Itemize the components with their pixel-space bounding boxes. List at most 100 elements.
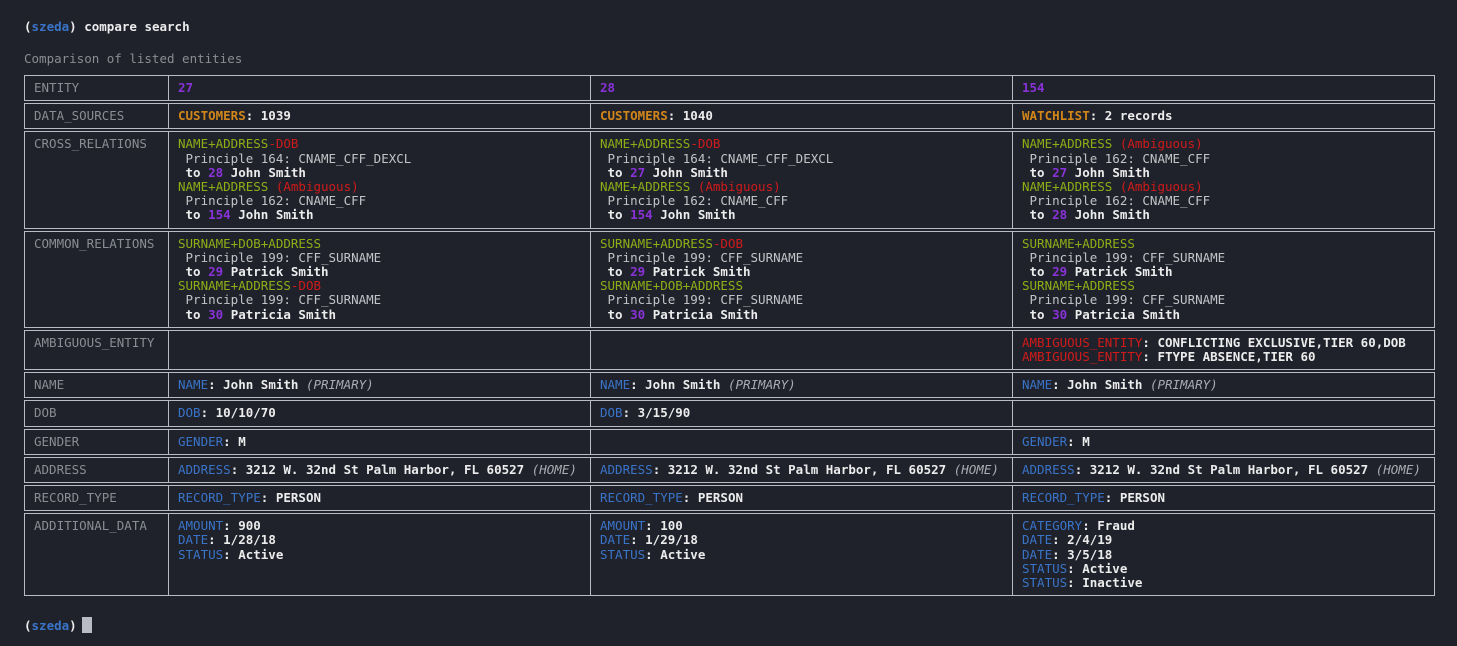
cell-line: to 154 John Smith (178, 207, 314, 223)
cell-line: to 30 Patricia Smith (600, 306, 759, 322)
cell-line: NAME+ADDRESS-DOB (178, 136, 299, 152)
cell-line: DOB: 10/10/70 (178, 405, 276, 421)
cell-address-entity-154: ADDRESS: 3212 W. 32nd St Palm Harbor, FL… (1012, 456, 1435, 484)
cell-data_sources-entity-27: CUSTOMERS: 1039 (168, 103, 590, 130)
cell-line: NAME+ADDRESS (Ambiguous) (1022, 179, 1203, 195)
row-label-entity: ENTITY (24, 75, 168, 102)
cell-ambiguous_entity-entity-154: AMBIGUOUS_ENTITY: CONFLICTING EXCLUSIVE,… (1012, 329, 1435, 371)
cell-line: Principle 164: CNAME_CFF_DEXCL (178, 150, 412, 166)
cell-address-entity-28: ADDRESS: 3212 W. 32nd St Palm Harbor, FL… (590, 456, 1012, 484)
cell-dob-entity-28: DOB: 3/15/90 (590, 400, 1012, 427)
cell-line: to 28 John Smith (178, 164, 306, 180)
row-label-common_relations: COMMON_RELATIONS (24, 230, 168, 328)
cell-line: RECORD_TYPE: PERSON (178, 490, 322, 506)
cell-data_sources-entity-154: WATCHLIST: 2 records (1012, 103, 1435, 130)
terminal-screen: (szeda) compare search Comparison of lis… (24, 18, 1435, 634)
cell-line: to 28 John Smith (1022, 207, 1150, 223)
cell-dob-entity-27: DOB: 10/10/70 (168, 400, 590, 427)
terminal-input[interactable]: (szeda) (24, 617, 1435, 634)
cell-line: STATUS: Active (600, 546, 706, 562)
cell-line: to 30 Patricia Smith (178, 306, 337, 322)
cell-line: CUSTOMERS: 1040 (600, 108, 713, 124)
cell-line: AMOUNT: 900 (178, 518, 261, 534)
row-label-name: NAME (24, 372, 168, 399)
cell-dob-entity-154 (1012, 400, 1435, 427)
cell-line: STATUS: Inactive (1022, 575, 1143, 591)
cell-line: AMOUNT: 100 (600, 518, 683, 534)
row-label-ambiguous_entity: AMBIGUOUS_ENTITY (24, 329, 168, 371)
prompt-app-name: szeda (31, 19, 70, 34)
cell-line: GENDER: M (178, 433, 246, 449)
row-label-dob: DOB (24, 400, 168, 427)
cell-line: AMBIGUOUS_ENTITY: FTYPE ABSENCE,TIER 60 (1022, 349, 1316, 365)
cell-line: NAME+ADDRESS-DOB (600, 136, 721, 152)
cell-line: SURNAME+DOB+ADDRESS (178, 235, 321, 251)
cell-line: Principle 199: CFF_SURNAME (600, 292, 804, 308)
cell-line: 28 (600, 80, 616, 95)
cell-name-entity-154: NAME: John Smith (PRIMARY) (1012, 372, 1435, 399)
cell-line: to 29 Patrick Smith (600, 264, 751, 280)
cell-line: Principle 162: CNAME_CFF (600, 193, 789, 209)
cell-ambiguous_entity-entity-27 (168, 329, 590, 371)
table-row-ambiguous_entity: AMBIGUOUS_ENTITY AMBIGUOUS_ENTITY: CONFLI… (24, 329, 1435, 371)
cell-line: ADDRESS: 3212 W. 32nd St Palm Harbor, FL… (600, 461, 999, 477)
cell-gender-entity-27: GENDER: M (168, 428, 590, 455)
cell-line: NAME: John Smith (PRIMARY) (1022, 377, 1218, 393)
cell-line: SURNAME+ADDRESS (1022, 278, 1135, 294)
cell-line: DOB: 3/15/90 (600, 405, 691, 421)
table-row-record_type: RECORD_TYPE RECORD_TYPE: PERSON RECORD_TYP… (24, 485, 1435, 512)
cell-line: Principle 199: CFF_SURNAME (600, 249, 804, 265)
cell-line: NAME: John Smith (PRIMARY) (600, 377, 796, 393)
cell-entity-entity-27: 27 (168, 75, 590, 102)
cell-line: SURNAME+DOB+ADDRESS (600, 278, 743, 294)
cell-line: NAME: John Smith (PRIMARY) (178, 377, 374, 393)
cell-record_type-entity-28: RECORD_TYPE: PERSON (590, 485, 1012, 512)
cell-gender-entity-154: GENDER: M (1012, 428, 1435, 455)
cell-line: Principle 199: CFF_SURNAME (178, 292, 382, 308)
cell-address-entity-27: ADDRESS: 3212 W. 32nd St Palm Harbor, FL… (168, 456, 590, 484)
cell-line: Principle 164: CNAME_CFF_DEXCL (600, 150, 834, 166)
cell-cross_relations-entity-154: NAME+ADDRESS (Ambiguous) Principle 162: … (1012, 131, 1435, 229)
cell-line: SURNAME+ADDRESS-DOB (178, 278, 321, 294)
row-label-additional_data: ADDITIONAL_DATA (24, 513, 168, 597)
table-row-name: NAME NAME: John Smith (PRIMARY) NAME: John… (24, 372, 1435, 399)
cell-line: Principle 162: CNAME_CFF (178, 193, 367, 209)
cell-record_type-entity-27: RECORD_TYPE: PERSON (168, 485, 590, 512)
cell-line: RECORD_TYPE: PERSON (1022, 490, 1166, 506)
text-cursor[interactable] (81, 617, 92, 634)
cell-line: ADDRESS: 3212 W. 32nd St Palm Harbor, FL… (1022, 461, 1421, 477)
row-label-record_type: RECORD_TYPE (24, 485, 168, 512)
cell-line: SURNAME+ADDRESS (1022, 235, 1135, 251)
table-row-dob: DOB DOB: 10/10/70 DOB: 3/15/90 (24, 400, 1435, 427)
typed-command: compare search (84, 19, 190, 34)
comparison-title: Comparison of listed entities (24, 51, 243, 66)
cell-ambiguous_entity-entity-28 (590, 329, 1012, 371)
cell-line: to 30 Patricia Smith (1022, 306, 1181, 322)
cell-line: GENDER: M (1022, 433, 1090, 449)
cell-line: ADDRESS: 3212 W. 32nd St Palm Harbor, FL… (178, 461, 577, 477)
cell-line: to 27 John Smith (1022, 164, 1150, 180)
row-label-address: ADDRESS (24, 456, 168, 484)
cell-common_relations-entity-154: SURNAME+ADDRESS Principle 199: CFF_SURNA… (1012, 230, 1435, 328)
cell-name-entity-27: NAME: John Smith (PRIMARY) (168, 372, 590, 399)
cell-entity-entity-154: 154 (1012, 75, 1435, 102)
cell-name-entity-28: NAME: John Smith (PRIMARY) (590, 372, 1012, 399)
cell-line: DATE: 1/28/18 (178, 532, 276, 548)
cell-common_relations-entity-28: SURNAME+ADDRESS-DOB Principle 199: CFF_S… (590, 230, 1012, 328)
row-label-data_sources: DATA_SOURCES (24, 103, 168, 130)
cell-line: Principle 162: CNAME_CFF (1022, 193, 1211, 209)
cell-line: DATE: 1/29/18 (600, 532, 698, 548)
cell-record_type-entity-154: RECORD_TYPE: PERSON (1012, 485, 1435, 512)
cell-common_relations-entity-27: SURNAME+DOB+ADDRESS Principle 199: CFF_S… (168, 230, 590, 328)
cell-line: Principle 162: CNAME_CFF (1022, 150, 1211, 166)
table-row-address: ADDRESS ADDRESS: 3212 W. 32nd St Palm Har… (24, 456, 1435, 484)
